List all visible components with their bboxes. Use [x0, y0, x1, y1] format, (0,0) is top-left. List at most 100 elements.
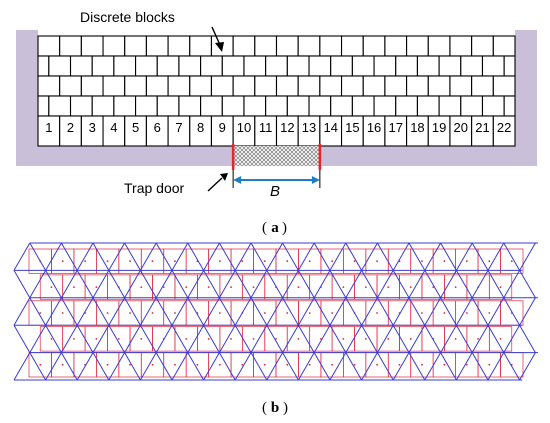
- mesh-diagonal: [45, 270, 62, 299]
- mesh-diagonal: [487, 270, 505, 299]
- mesh-diagonal: [471, 352, 489, 381]
- mesh-diagonal: [424, 242, 442, 271]
- mesh-diagonal: [455, 270, 473, 299]
- block-centroid: [117, 338, 120, 340]
- block: [275, 75, 299, 97]
- mesh-diagonal: [345, 297, 363, 326]
- block: [373, 55, 397, 77]
- caption-b-letter: b: [271, 400, 279, 416]
- mesh-diagonal: [503, 242, 521, 271]
- block-centroid: [185, 286, 188, 288]
- mesh-diagonal: [203, 242, 220, 271]
- mesh-diagonal: [92, 270, 110, 299]
- block: [427, 35, 451, 57]
- mesh-diagonal: [345, 242, 363, 271]
- mesh-diagonal: [313, 352, 331, 381]
- mesh-diagonal: [108, 297, 126, 326]
- block: [330, 55, 353, 77]
- mesh-diagonal: [45, 352, 62, 381]
- mesh-diagonal: [45, 324, 62, 353]
- block: [265, 95, 288, 117]
- discrete-blocks-arrow: [211, 26, 224, 52]
- block: [340, 35, 364, 57]
- block-centroid: [364, 286, 367, 288]
- block: [254, 75, 278, 97]
- mesh-diagonal: [471, 270, 489, 299]
- mesh-diagonal: [329, 242, 347, 271]
- block-number-label: 7: [175, 120, 182, 135]
- block: [37, 55, 50, 77]
- mesh-diagonal: [203, 324, 220, 353]
- block: [189, 75, 213, 97]
- mesh-diagonal: [440, 242, 457, 271]
- block: [275, 35, 299, 57]
- block-number-label: 20: [454, 120, 468, 135]
- mesh-diagonal: [234, 352, 252, 381]
- mesh-diagonal: [203, 297, 220, 326]
- block: [113, 55, 137, 77]
- block: [492, 35, 516, 57]
- mesh-diagonal: [282, 242, 299, 271]
- mesh-diagonal: [408, 242, 426, 271]
- block: [351, 55, 375, 77]
- block-centroid: [376, 260, 378, 263]
- block-number-label: 15: [345, 120, 359, 135]
- block: [200, 55, 223, 77]
- mesh-diagonal: [440, 297, 457, 326]
- mesh-diagonal: [250, 297, 268, 326]
- mesh-diagonal: [13, 242, 31, 271]
- block: [438, 55, 462, 77]
- block-centroid: [286, 312, 289, 314]
- mesh-diagonal: [29, 242, 47, 271]
- block-centroid: [106, 260, 109, 263]
- mesh-diagonal: [187, 270, 205, 299]
- block-centroid: [364, 338, 367, 340]
- mesh-diagonal: [76, 242, 94, 271]
- block-centroid: [207, 338, 210, 340]
- block: [80, 75, 104, 97]
- mesh-diagonal: [187, 297, 205, 326]
- block-number-label: 17: [389, 120, 403, 135]
- block: [362, 75, 386, 97]
- mesh-diagonal: [60, 242, 78, 271]
- block: [362, 35, 386, 57]
- block-centroid: [84, 260, 87, 263]
- mesh-diagonal: [345, 270, 363, 299]
- mesh-diagonal: [171, 270, 189, 299]
- block-centroid: [286, 260, 289, 263]
- mesh-diagonal: [124, 297, 141, 326]
- block-centroid: [443, 363, 446, 366]
- mesh-diagonal: [503, 352, 521, 381]
- block: [232, 35, 256, 57]
- block: [167, 35, 191, 57]
- block-centroid: [308, 260, 311, 263]
- mesh-diagonal: [124, 270, 141, 299]
- mesh-diagonal: [361, 352, 378, 381]
- mesh-diagonal: [313, 270, 331, 299]
- mesh-diagonal: [487, 242, 505, 271]
- mesh-diagonal: [471, 324, 489, 353]
- block-number-label: 2: [67, 120, 74, 135]
- mesh-diagonal: [108, 242, 126, 271]
- block-number-label: 21: [475, 120, 489, 135]
- block-centroid: [106, 363, 109, 366]
- block: [427, 75, 451, 97]
- block: [210, 75, 234, 97]
- block-centroid: [353, 363, 356, 366]
- mesh-diagonal: [29, 297, 47, 326]
- mesh-diagonal: [392, 352, 410, 381]
- block-centroid: [162, 286, 165, 288]
- block-centroid: [477, 338, 479, 340]
- mesh-diagonal: [519, 352, 536, 381]
- block-centroid: [252, 338, 255, 340]
- caption-a: ( a ): [262, 220, 287, 236]
- mesh-diagonal: [408, 352, 426, 381]
- block-centroid: [331, 363, 334, 366]
- mesh-diagonal: [108, 352, 126, 381]
- block-centroid: [174, 260, 176, 263]
- mesh-diagonal: [29, 324, 47, 353]
- mesh-diagonal: [297, 352, 315, 381]
- block: [492, 75, 516, 97]
- block: [200, 95, 223, 117]
